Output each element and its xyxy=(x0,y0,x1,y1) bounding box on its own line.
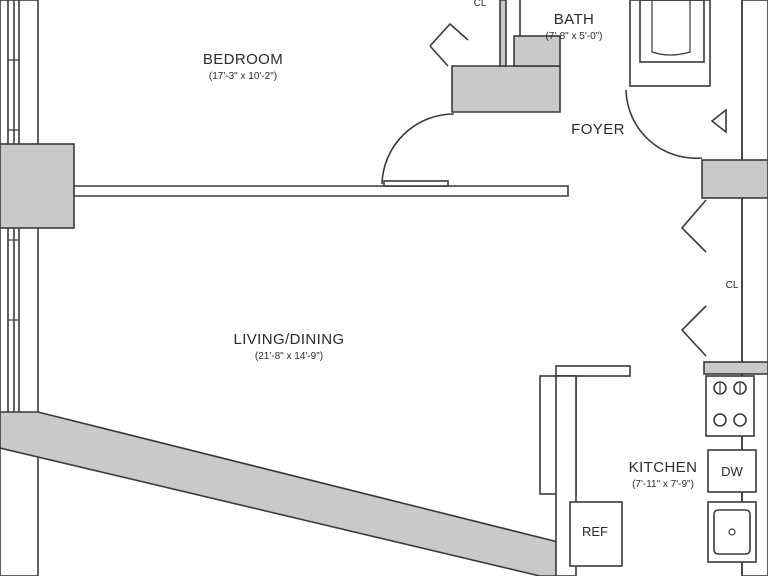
right-closet-label: CL xyxy=(726,280,739,291)
foyer-label: FOYER xyxy=(571,121,625,138)
living-dimensions: (21'-8" x 14'-9") xyxy=(255,351,323,362)
bath-dimensions: (7'-8" x 5'-0") xyxy=(545,31,602,42)
bedroom-dimensions: (17'-3" x 10'-2") xyxy=(209,71,277,82)
dishwasher-label: DW xyxy=(721,464,743,479)
stove xyxy=(705,375,755,437)
dishwasher xyxy=(707,449,757,493)
kitchen-label: KITCHEN xyxy=(629,459,698,476)
bottom-exterior-wall xyxy=(0,411,571,576)
kitchen-sink xyxy=(707,501,757,563)
refrigerator xyxy=(569,501,623,567)
right-closet-doors xyxy=(680,199,707,357)
entry-arrow-icon xyxy=(710,108,727,134)
living-label: LIVING/DINING xyxy=(233,331,344,348)
left-exterior-wall xyxy=(0,0,75,576)
bedroom-door xyxy=(381,113,455,187)
bedroom-label: BEDROOM xyxy=(203,51,283,68)
top-closet xyxy=(429,0,561,113)
foyer-door xyxy=(625,89,703,160)
bath-label: BATH xyxy=(554,11,595,28)
bedroom-partition-wall xyxy=(73,185,569,197)
bath-tub xyxy=(629,0,711,87)
refrigerator-label: REF xyxy=(582,524,608,539)
kitchen-dimensions: (7'-11" x 7'-9") xyxy=(632,479,694,490)
top-closet-label: CL xyxy=(474,0,487,9)
